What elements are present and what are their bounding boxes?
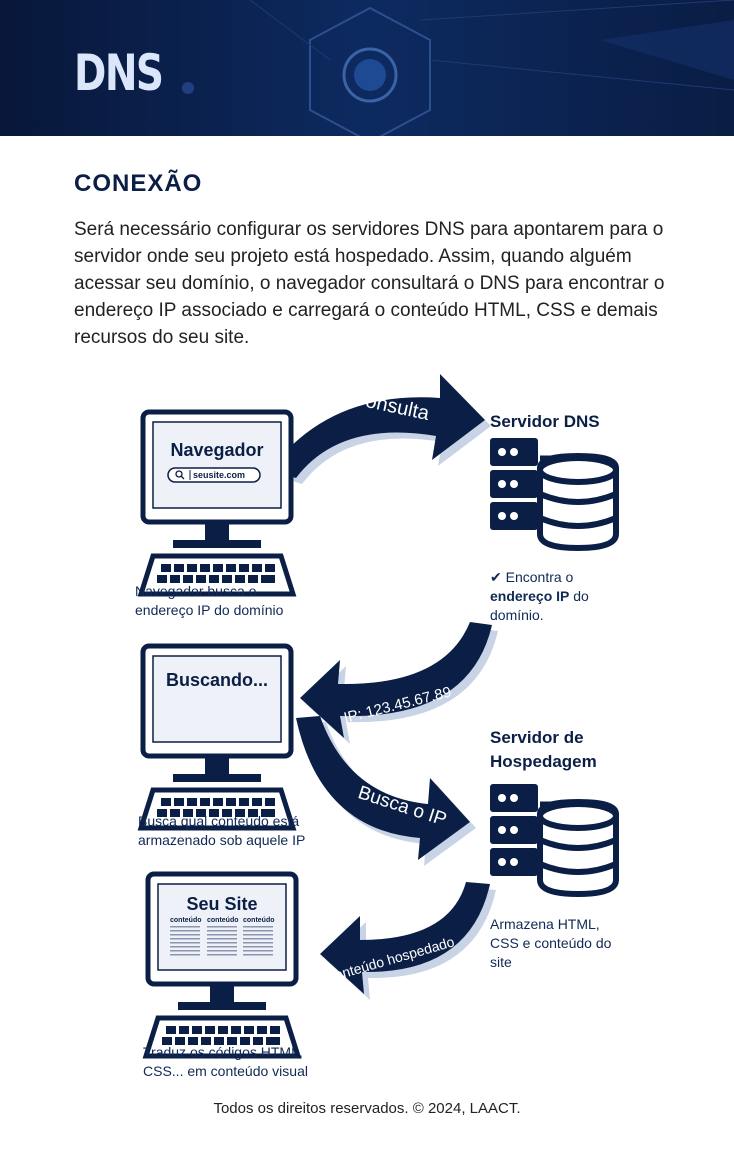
header-banner: DNS xyxy=(0,0,734,136)
footer-copyright: Todos os direitos reservados. © 2024, LA… xyxy=(213,1100,521,1117)
search-screen-title: Buscando... xyxy=(165,670,268,690)
dns-server-caption: ✔ Encontra o endereço IP do domínio. xyxy=(490,569,589,623)
browser-screen-title: Navegador xyxy=(170,440,264,460)
page-title: DNS xyxy=(74,44,164,102)
site-column-label: conteúdo xyxy=(207,917,239,924)
site-column-label: conteúdo xyxy=(243,917,275,924)
url-bar xyxy=(167,467,261,483)
host-server-icon xyxy=(490,784,616,894)
dns-server-icon xyxy=(490,438,616,548)
search-caption: Busca qual conteúdo está armazenado sob … xyxy=(138,813,306,848)
search-icon xyxy=(175,470,183,478)
host-server-title: Servidor de Hospedagem xyxy=(490,728,597,771)
section-title: CONEXÃO xyxy=(74,170,203,197)
site-column-label: conteúdo xyxy=(170,917,202,924)
site-caption: Traduz os códigos HTML, CSS... em conteú… xyxy=(143,1044,308,1079)
intro-paragraph: Será necessário configurar os servidores… xyxy=(74,219,665,348)
diagram-graphics: Consulta IP: 123.45.67.89 Busca o IP Con… xyxy=(0,374,734,1100)
arrow-content xyxy=(320,882,490,994)
arrow-ip xyxy=(300,622,492,738)
dns-server-title: Servidor DNS xyxy=(490,412,600,431)
browser-url-text: seusite.com xyxy=(193,470,246,480)
host-server-caption: Armazena HTML, CSS e conteúdo do site xyxy=(490,916,612,970)
header-pattern xyxy=(0,0,734,136)
dns-diagram: Consulta IP: 123.45.67.89 Busca o IP Con… xyxy=(0,360,734,1100)
site-screen-title: Seu Site xyxy=(186,894,258,914)
arrow-fetch xyxy=(296,716,470,860)
check-icon: ✔ xyxy=(490,569,502,585)
browser-caption: Navegador busca o endereço IP do domínio xyxy=(135,583,284,618)
site-content-lines xyxy=(170,926,273,956)
arrow-query xyxy=(270,374,485,478)
